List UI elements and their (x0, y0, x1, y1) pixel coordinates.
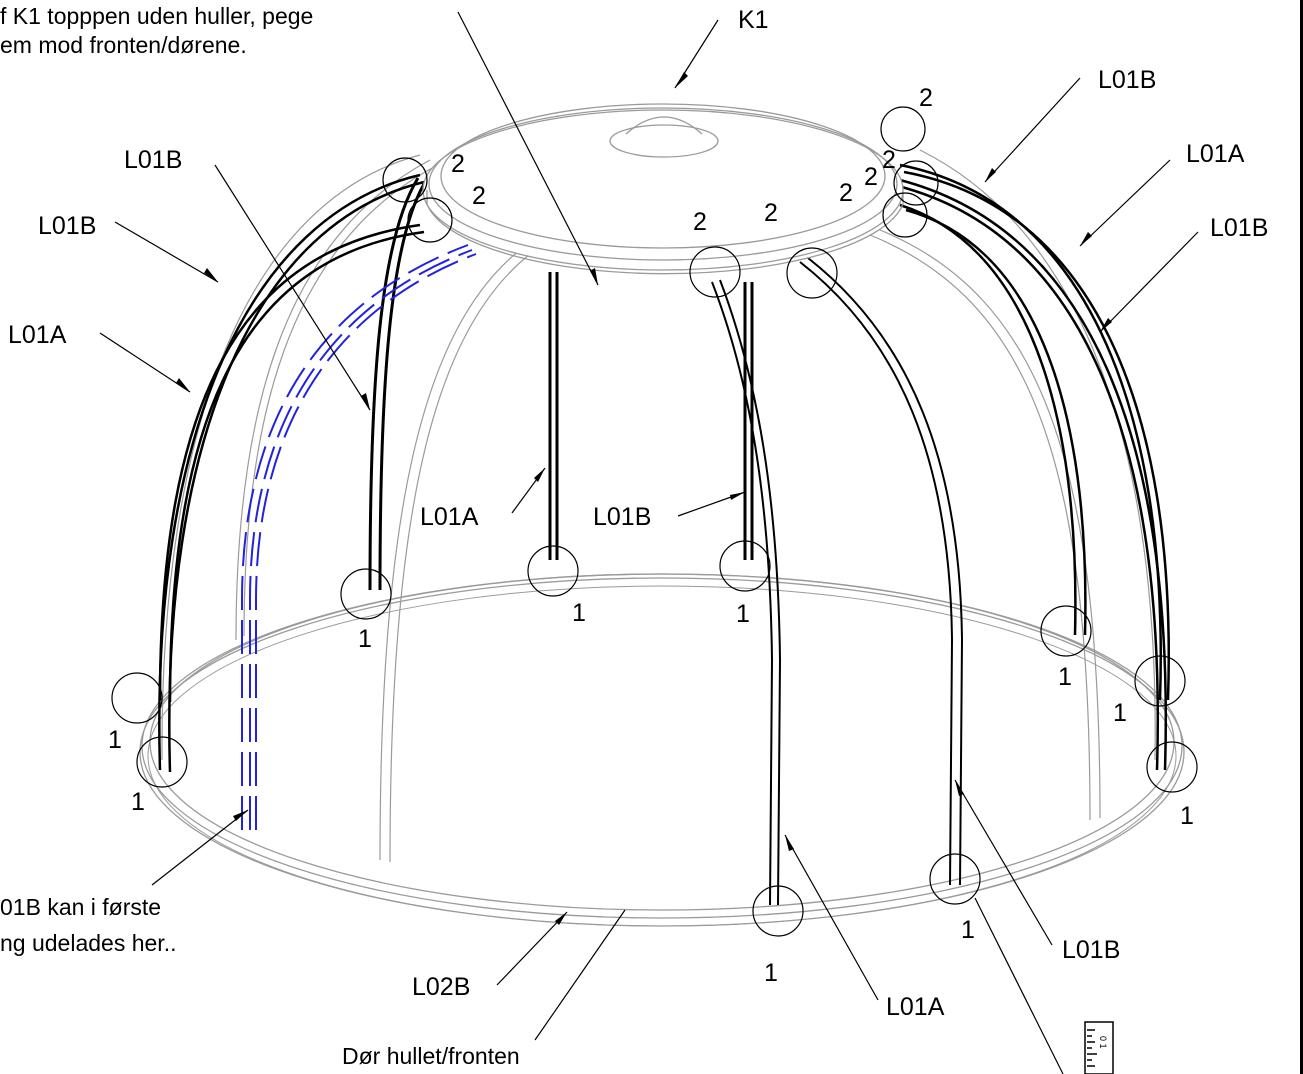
note-door-opening: Dør hullet/fronten (342, 1043, 520, 1069)
callout-l01b-left-top: L01B (124, 146, 182, 174)
callout-k1: K1 (738, 6, 769, 34)
joint-number: 1 (1180, 802, 1194, 830)
ruler-icon: 0 1 (1084, 1021, 1114, 1074)
callout-l01a-center: L01A (420, 503, 479, 531)
joint-number: 1 (764, 959, 778, 987)
joint-number: 1 (131, 788, 145, 816)
joint-number: 1 (108, 726, 122, 754)
joint-number: 2 (919, 84, 933, 112)
optional-rib-highlight (241, 244, 477, 830)
joint-number: 1 (736, 600, 750, 628)
joint-number: 1 (1113, 699, 1127, 727)
callout-l01b-center: L01B (593, 503, 651, 531)
joint-number: 2 (764, 199, 778, 227)
joint-number: 1 (572, 599, 586, 627)
joint-circles (111, 106, 1198, 937)
callout-l02b: L02B (412, 973, 470, 1001)
joint-number: 2 (451, 150, 465, 178)
joint-number: 2 (472, 182, 486, 210)
top-ring-k1 (422, 103, 904, 275)
callout-l01a-front: L01A (886, 993, 945, 1021)
joint-number: 2 (693, 208, 707, 236)
note-bottom-line1: 01B kan i første (0, 894, 161, 920)
callout-l01b-left: L01B (38, 212, 96, 240)
joint-number: 1 (358, 625, 372, 653)
note-bottom-line2: ng udelades her.. (0, 930, 176, 956)
callout-l01a-left: L01A (8, 321, 67, 349)
joint-number: 2 (864, 163, 878, 191)
ruler-ticks: 0 1 (1098, 1036, 1108, 1049)
joint-number: 2 (839, 179, 853, 207)
callout-l01b-right-top: L01B (1098, 66, 1156, 94)
leader-lines (99, 11, 1199, 1074)
callout-l01b-right: L01B (1210, 214, 1268, 242)
joint-number: 1 (1058, 663, 1072, 691)
note-top-line2: em mod fronten/dørene. (0, 32, 247, 58)
callout-l01b-front: L01B (1062, 936, 1120, 964)
joint-number: 2 (882, 146, 896, 174)
callout-l01a-right: L01A (1186, 140, 1245, 168)
dark-ribs (158, 163, 1170, 906)
grey-ribs (161, 149, 1156, 863)
note-top-line1: f K1 topppen uden huller, pege (0, 3, 313, 29)
joint-number: 1 (961, 916, 975, 944)
base-ring (139, 573, 1185, 927)
